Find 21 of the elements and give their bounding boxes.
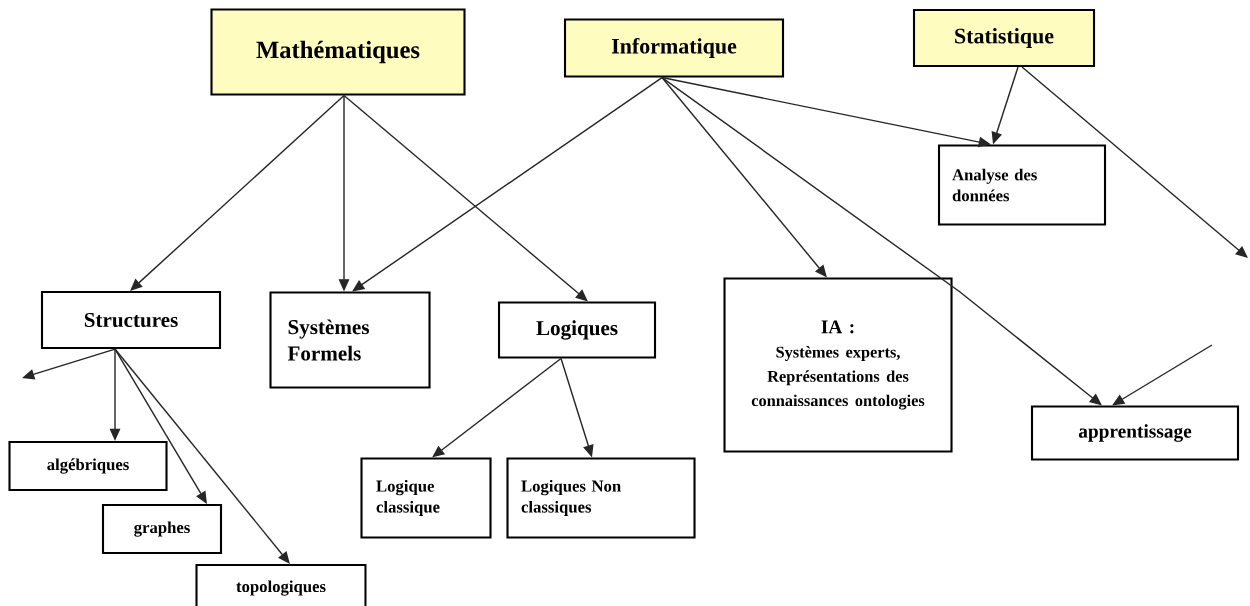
arrow — [352, 76, 663, 292]
box: Structures — [40, 290, 222, 350]
box: Logique classique — [360, 457, 492, 539]
heading-box: Mathématiques — [210, 8, 466, 96]
box: graphes — [101, 503, 223, 555]
box: IA : Systèmes experts, Représentations des connaissances ontologies — [723, 277, 953, 453]
box: algébriques — [8, 440, 168, 492]
heading-box: Informatique — [563, 18, 785, 78]
arrow — [130, 94, 345, 291]
box: apprentissage — [1030, 405, 1240, 461]
arrow — [432, 357, 562, 458]
box: Systèmes Formels — [269, 291, 431, 389]
arrow — [1021, 66, 1248, 258]
box: Analyse des données — [937, 144, 1107, 226]
arrow — [661, 76, 1102, 406]
heading-box: Statistique — [912, 8, 1096, 68]
box: Logiques Non classiques — [506, 457, 696, 539]
box: topologiques — [195, 563, 367, 606]
arrow — [114, 348, 290, 564]
arrow — [1112, 344, 1213, 406]
box: Logiques — [497, 301, 657, 359]
